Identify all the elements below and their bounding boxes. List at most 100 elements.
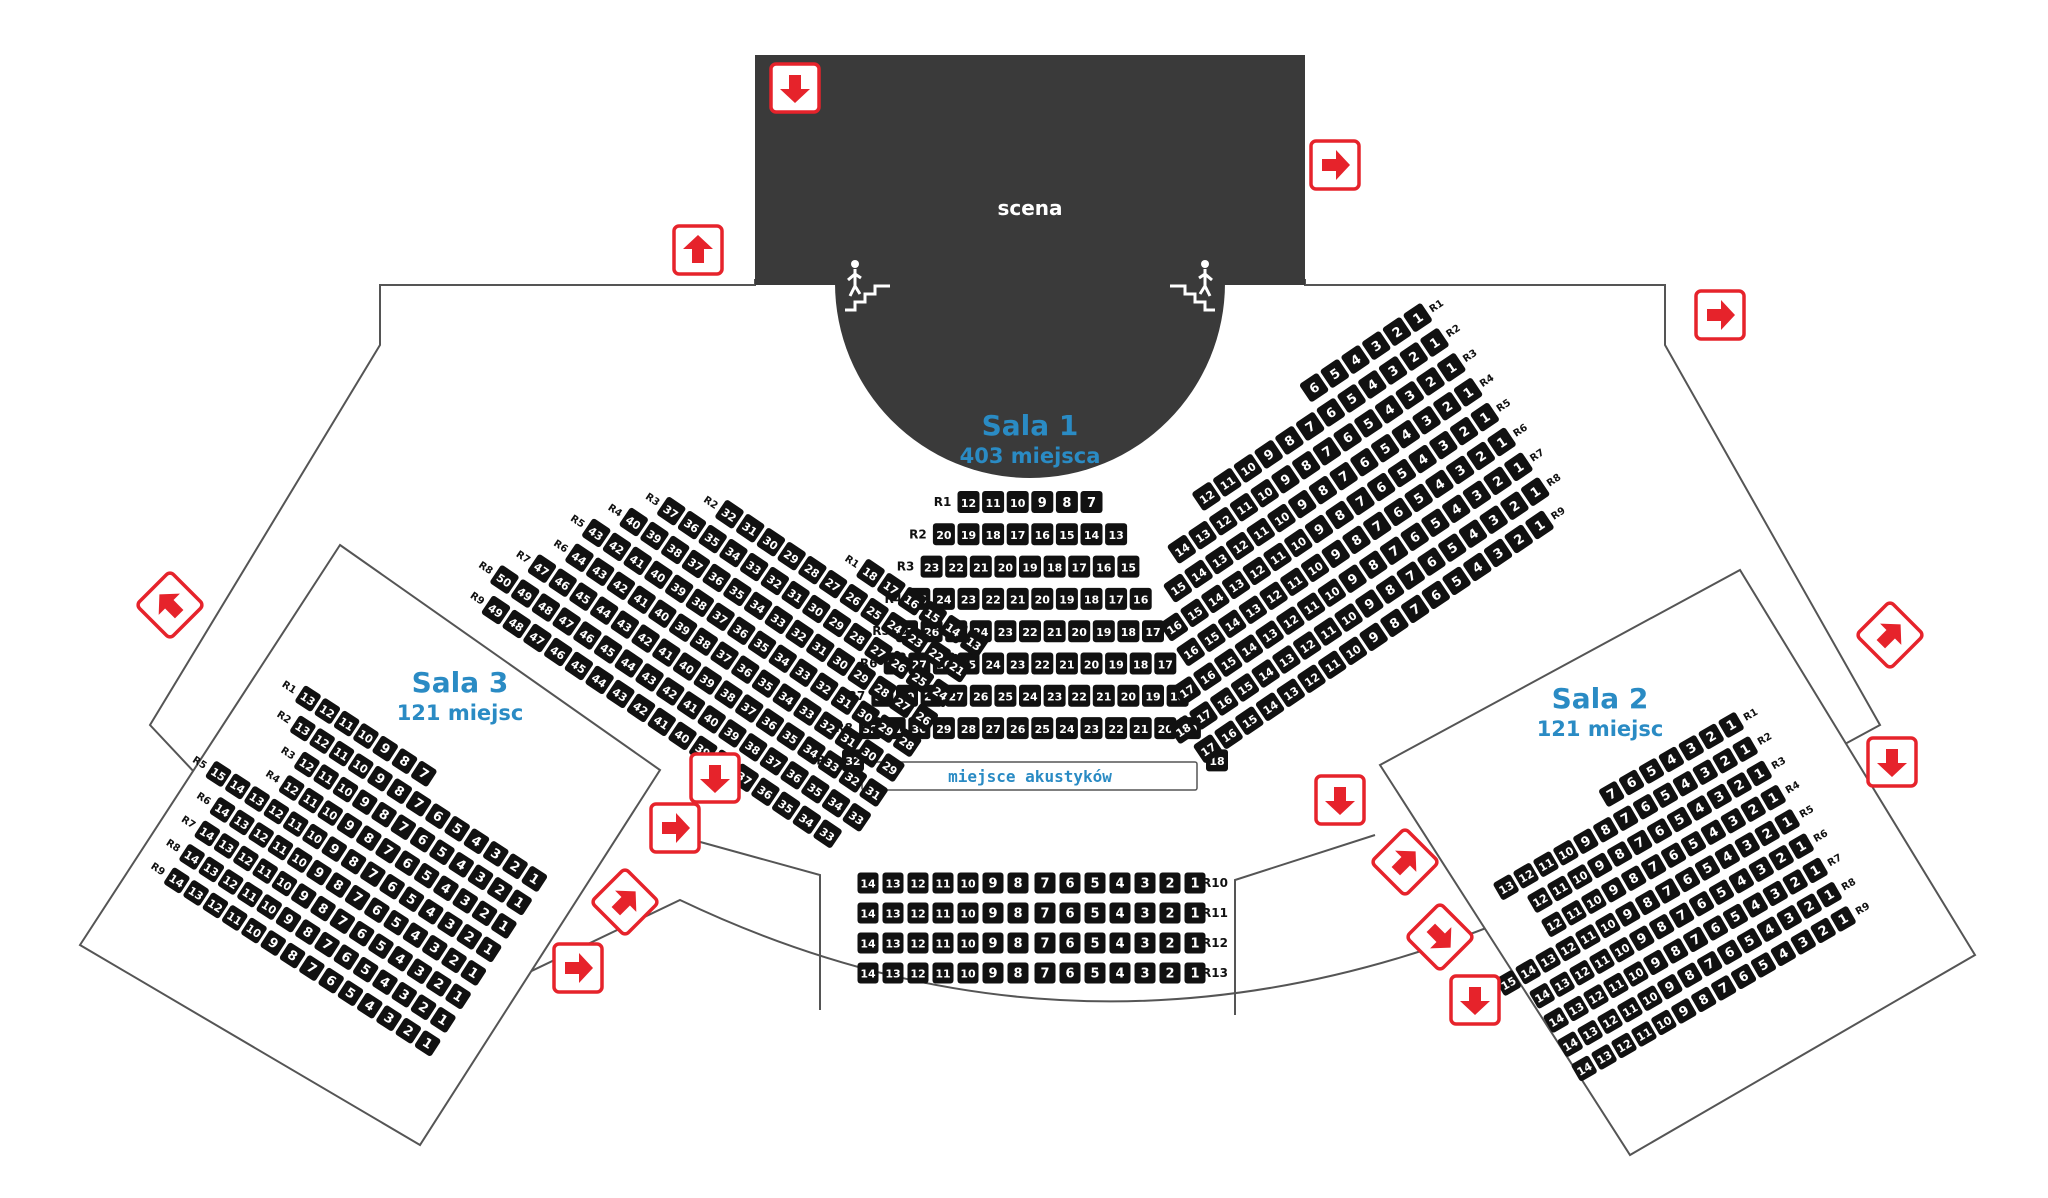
seat[interactable]: 10 [1249, 478, 1280, 509]
seat[interactable]: 1 [1184, 872, 1206, 894]
seat[interactable]: 10 [1622, 960, 1649, 987]
seat[interactable]: 12 [1512, 862, 1539, 889]
seat[interactable]: 30 [826, 647, 857, 678]
seat[interactable]: 39 [639, 521, 670, 552]
seat[interactable]: 34 [718, 538, 749, 569]
seat[interactable]: 40 [667, 721, 698, 752]
seat[interactable]: 8 [1620, 865, 1647, 892]
seat[interactable]: 5 [1638, 757, 1665, 784]
seat[interactable]: 12 [247, 821, 275, 849]
seat[interactable]: 9 [1304, 514, 1335, 545]
seat[interactable]: 12 [1596, 1008, 1623, 1035]
seat[interactable]: 9 [1614, 900, 1641, 927]
seat[interactable]: 6 [333, 943, 361, 971]
seat[interactable]: 8 [1358, 549, 1389, 580]
seat[interactable]: 10 [352, 722, 380, 750]
seat[interactable]: 10 [957, 962, 979, 984]
seat[interactable]: 6 [1059, 902, 1081, 924]
seat[interactable]: 19 [957, 523, 980, 546]
seat[interactable]: 3 [451, 887, 479, 915]
seat[interactable]: 6 [317, 967, 345, 995]
seat[interactable]: 15 [1055, 523, 1078, 546]
seat[interactable]: 12 [1526, 886, 1553, 913]
seat[interactable]: 12 [293, 751, 321, 779]
seat[interactable]: 4 [1340, 344, 1371, 375]
seat[interactable]: 45 [564, 651, 595, 682]
seat[interactable]: 12 [1191, 481, 1222, 512]
seat[interactable]: 5 [337, 979, 365, 1007]
seat[interactable]: 11 [1317, 650, 1348, 681]
seat[interactable]: 35 [775, 721, 806, 752]
seat[interactable]: 14 [194, 820, 222, 848]
seat[interactable]: 30 [850, 699, 881, 730]
seat[interactable]: 16 [1092, 555, 1115, 578]
seat[interactable]: 21 [1043, 620, 1066, 643]
seat[interactable]: 11 [1246, 517, 1277, 548]
seat[interactable]: 7 [1696, 950, 1723, 977]
seat[interactable]: 13 [294, 685, 322, 713]
seat[interactable]: 13 [1590, 1043, 1617, 1070]
seat[interactable]: 6 [409, 826, 437, 854]
seat[interactable]: 11 [1616, 996, 1643, 1023]
seat[interactable]: 4 [1714, 843, 1741, 870]
seat[interactable]: 28 [867, 675, 898, 706]
seat[interactable]: 31 [780, 580, 811, 611]
seat[interactable]: 10 [957, 902, 979, 924]
seat[interactable]: 8 [324, 871, 352, 899]
seat[interactable]: 7 [1612, 805, 1639, 832]
seat[interactable]: 2 [1399, 341, 1430, 372]
seat[interactable]: 9 [982, 872, 1004, 894]
seat[interactable]: 13 [1276, 678, 1307, 709]
seat[interactable]: 31 [834, 724, 865, 755]
seat[interactable]: 4 [1109, 902, 1131, 924]
seat[interactable]: 13 [1204, 545, 1235, 576]
seat[interactable]: 4 [447, 851, 475, 879]
seat[interactable]: 11 [932, 962, 954, 984]
seat[interactable]: 16 [1213, 719, 1244, 750]
seat[interactable]: 13 [882, 962, 904, 984]
seat[interactable]: 1 [1717, 711, 1744, 738]
seat[interactable]: 12 [217, 868, 245, 896]
seat[interactable]: 30 [756, 527, 787, 558]
seat[interactable]: 44 [614, 648, 645, 679]
seat[interactable]: 29 [846, 661, 877, 692]
seat[interactable]: 3 [1790, 928, 1817, 955]
seat[interactable]: 1 [1759, 784, 1786, 811]
seat[interactable]: 26 [969, 684, 992, 707]
seat[interactable]: 3 [1134, 902, 1156, 924]
seat[interactable]: 5 [1370, 433, 1401, 464]
seat[interactable]: 10 [1580, 888, 1607, 915]
seat[interactable]: 8 [294, 918, 322, 946]
seat[interactable]: 10 [1566, 863, 1593, 890]
seat[interactable]: 11 [982, 491, 1005, 513]
seat[interactable]: 32 [809, 671, 840, 702]
seat[interactable]: 7 [1654, 877, 1681, 904]
seat[interactable]: 33 [842, 802, 873, 833]
seat[interactable]: 11 [932, 902, 954, 924]
seat[interactable]: 3 [1483, 538, 1514, 569]
seat[interactable]: 10 [1233, 453, 1264, 484]
seat[interactable]: 14 [857, 932, 879, 954]
seat[interactable]: 15 [1117, 555, 1140, 578]
seat[interactable]: 18 [1129, 652, 1152, 675]
seat[interactable]: 33 [788, 657, 819, 688]
seat[interactable]: 12 [1540, 911, 1567, 938]
seat[interactable]: 12 [1208, 506, 1239, 537]
seat[interactable]: 39 [664, 574, 695, 605]
seat[interactable]: 10 [1594, 912, 1621, 939]
seat[interactable]: 39 [668, 612, 699, 643]
seat[interactable]: 42 [626, 693, 657, 724]
seat[interactable]: 32 [838, 763, 869, 794]
seat[interactable]: 4 [1391, 419, 1422, 450]
seat[interactable]: 33 [792, 696, 823, 727]
seat[interactable]: 4 [402, 921, 430, 949]
seat[interactable]: 1 [505, 889, 533, 917]
seat[interactable]: 9 [1600, 876, 1627, 903]
seat[interactable]: 7 [1626, 829, 1653, 856]
seat[interactable]: 8 [340, 848, 368, 876]
seat[interactable]: 35 [722, 577, 753, 608]
seat[interactable]: 42 [655, 676, 686, 707]
seat[interactable]: 32 [760, 566, 791, 597]
seat[interactable]: 24 [1019, 684, 1041, 707]
seat[interactable]: 46 [547, 567, 578, 598]
